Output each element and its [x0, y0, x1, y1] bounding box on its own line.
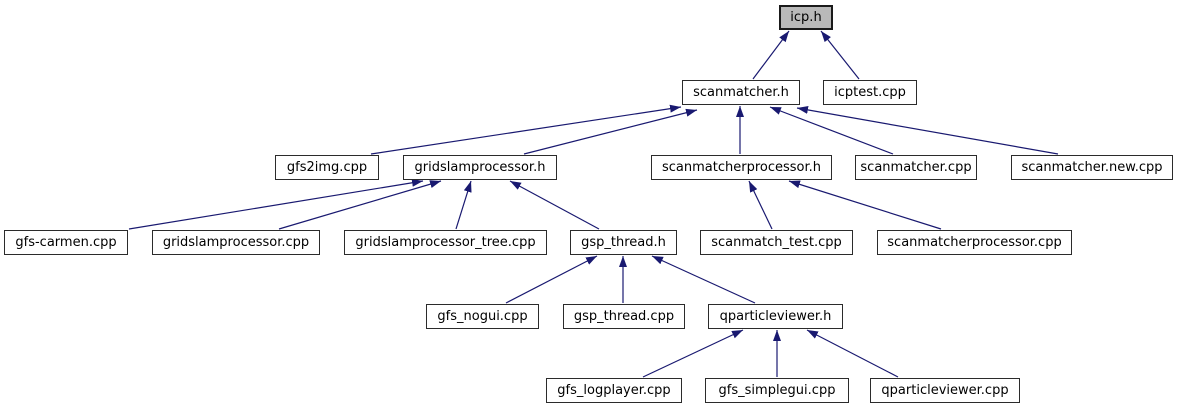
dependency-edge-scanmatcher-h--icp-h [752, 30, 790, 80]
dependency-edge-gridslamprocessor-h--scanmatcher-h [523, 108, 698, 155]
dependency-edge-icptest-cpp--icp-h [820, 30, 860, 80]
graph-node-gsp-thread-h[interactable]: gsp_thread.h [570, 230, 677, 255]
dependency-edge-gfs2img-cpp--scanmatcher-h [370, 104, 682, 155]
dependency-edge-gfs-carmen-cpp--gridslamprocessor-h [128, 178, 424, 230]
graph-node-scanmatcherprocessor-h[interactable]: scanmatcherprocessor.h [651, 155, 832, 180]
graph-node-icptest-cpp[interactable]: icptest.cpp [823, 80, 917, 105]
graph-node-gfs-simplegui-cpp[interactable]: gfs_simplegui.cpp [705, 378, 849, 403]
graph-node-gfs-nogui-cpp[interactable]: gfs_nogui.cpp [426, 304, 539, 329]
graph-node-scanmatcher-cpp[interactable]: scanmatcher.cpp [855, 155, 977, 180]
dependency-edge-qparticleviewer-h--gsp-thread-h [651, 255, 756, 304]
graph-node-scanmatcher-new-cpp[interactable]: scanmatcher.new.cpp [1011, 155, 1173, 180]
graph-node-gfs-logplayer-cpp[interactable]: gfs_logplayer.cpp [546, 378, 682, 403]
dependency-edge-scanmatcher-cpp--scanmatcher-h [769, 106, 894, 155]
graph-node-gridslamprocessor-cpp[interactable]: gridslamprocessor.cpp [152, 230, 320, 255]
graph-node-qparticleviewer-cpp[interactable]: qparticleviewer.cpp [870, 378, 1020, 403]
graph-node-qparticleviewer-h[interactable]: qparticleviewer.h [708, 304, 843, 329]
graph-node-gsp-thread-cpp[interactable]: gsp_thread.cpp [563, 304, 685, 329]
dependency-edge-scanmatch-test-cpp--scanmatcherprocessor-h [748, 180, 773, 230]
graph-node-gridslamprocessor-h[interactable]: gridslamprocessor.h [403, 155, 557, 180]
graph-node-scanmatcherprocessor-cpp[interactable]: scanmatcherprocessor.cpp [877, 230, 1072, 255]
graph-node-scanmatch-test-cpp[interactable]: scanmatch_test.cpp [700, 230, 853, 255]
dependency-edge-gfs-nogui-cpp--gsp-thread-h [505, 255, 598, 304]
dependency-edge-gsp-thread-h--gridslamprocessor-h [509, 180, 600, 230]
graph-node-icp-h[interactable]: icp.h [779, 5, 833, 30]
dependency-edge-scanmatcher-new-cpp--scanmatcher-h [796, 105, 1059, 155]
graph-node-scanmatcher-h[interactable]: scanmatcher.h [682, 80, 800, 105]
dependency-edge-scanmatcherprocessor-cpp--scanmatcherprocessor-h [788, 180, 942, 230]
dependency-edge-gridslamprocessor-cpp--gridslamprocessor-h [278, 180, 442, 230]
graph-node-gfs2img-cpp[interactable]: gfs2img.cpp [275, 155, 379, 180]
dependency-edge-gfs-logplayer-cpp--qparticleviewer-h [642, 329, 744, 378]
dependency-edge-qparticleviewer-cpp--qparticleviewer-h [806, 329, 899, 378]
graph-node-gfs-carmen-cpp[interactable]: gfs-carmen.cpp [4, 230, 128, 255]
graph-node-gridslamprocessor-tree-cpp[interactable]: gridslamprocessor_tree.cpp [344, 230, 547, 255]
dependency-edge-gridslamprocessor-tree-cpp--gridslamprocessor-h [455, 180, 472, 230]
